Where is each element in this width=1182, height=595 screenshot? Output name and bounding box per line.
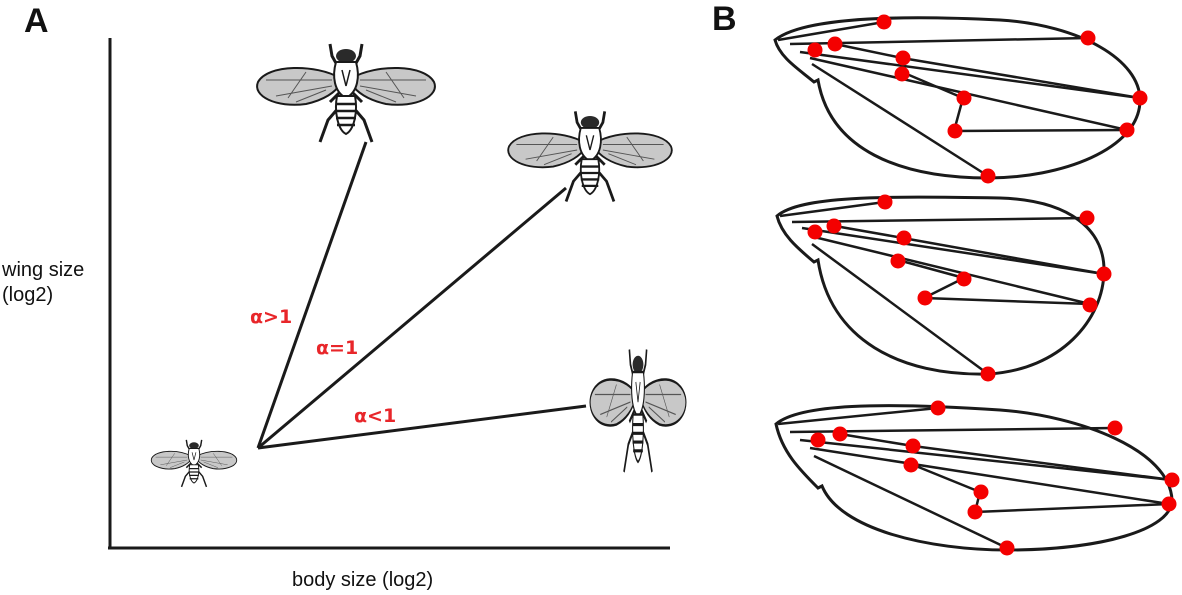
wing-vein xyxy=(809,446,1170,506)
y-axis-label-line-2: (log2) xyxy=(2,284,54,306)
landmark-dot xyxy=(1119,122,1135,138)
wing-vein xyxy=(791,216,1088,224)
y-axis-label: wing size (log2) xyxy=(2,258,112,308)
wing-vein xyxy=(902,236,1105,276)
landmark-dot xyxy=(832,426,848,442)
landmark-dot xyxy=(877,194,893,210)
landmark-dot xyxy=(827,36,843,52)
landmark-dot xyxy=(876,14,892,30)
wing-vein xyxy=(834,224,904,240)
slope-label-less: α<1 xyxy=(354,405,397,427)
landmark-dot xyxy=(895,50,911,66)
landmark-dot xyxy=(807,224,823,240)
landmark-dot xyxy=(896,230,912,246)
landmark-dot xyxy=(967,504,983,520)
wing-outlines xyxy=(773,16,1174,552)
wing-vein xyxy=(901,56,1141,100)
landmark-dot xyxy=(1079,210,1095,226)
wing-vein xyxy=(811,62,989,178)
slope-line-less xyxy=(257,404,587,450)
slope-label-equal: α=1 xyxy=(316,337,359,359)
landmark-dot xyxy=(973,484,989,500)
landmark-dot xyxy=(1132,90,1148,106)
landmark-dot xyxy=(903,457,919,473)
wing-vein xyxy=(901,70,964,100)
fly-icon-proportional xyxy=(506,109,674,203)
landmark-dot xyxy=(1107,420,1123,436)
wing-vein xyxy=(912,444,1173,482)
landmark-dot xyxy=(930,400,946,416)
wing-vein xyxy=(777,406,939,426)
wing-vein xyxy=(897,258,965,280)
wing-vein xyxy=(953,128,1128,133)
wing-vein xyxy=(813,454,1008,550)
slope-label-greater: α>1 xyxy=(250,306,293,328)
landmark-dot xyxy=(947,123,963,139)
fly-icon-small xyxy=(150,439,238,488)
landmark-dot xyxy=(917,290,933,306)
wing-vein xyxy=(834,42,903,60)
wing-vein xyxy=(910,462,981,494)
wing-vein xyxy=(799,50,1141,100)
landmark-dot xyxy=(980,366,996,382)
wing-vein xyxy=(923,296,1091,306)
x-axis-label: body size (log2) xyxy=(292,569,434,591)
panel-b-label: B xyxy=(712,0,737,38)
landmark-dot xyxy=(905,438,921,454)
wing-outline xyxy=(775,195,1106,376)
wing-vein xyxy=(839,432,914,448)
landmark-dot xyxy=(894,66,910,82)
landmark-dot xyxy=(999,540,1015,556)
landmark-dot xyxy=(826,218,842,234)
wing-outline xyxy=(773,16,1142,180)
landmark-dot xyxy=(1082,297,1098,313)
wing-outline xyxy=(774,404,1174,552)
fly-icon-large-wings xyxy=(255,42,437,144)
landmark-dot xyxy=(1161,496,1177,512)
landmark-dot xyxy=(1164,472,1180,488)
wing-vein xyxy=(779,200,886,218)
slope-line-equal xyxy=(257,186,567,450)
landmark-dot xyxy=(980,168,996,184)
wing-vein xyxy=(777,20,885,42)
slope-line-greater xyxy=(256,141,368,449)
fly-icon-small-wings xyxy=(588,347,688,474)
landmark-dot xyxy=(1096,266,1112,282)
wing-landmarks xyxy=(807,14,1180,556)
wing-vein xyxy=(809,234,1091,306)
wing-vein xyxy=(811,242,989,376)
panel-a-label: A xyxy=(24,2,49,40)
landmark-dot xyxy=(1080,30,1096,46)
wing-vein xyxy=(974,502,1170,514)
landmark-dot xyxy=(890,253,906,269)
landmark-dot xyxy=(956,90,972,106)
wing-vein xyxy=(799,438,1173,482)
landmark-dot xyxy=(807,42,823,58)
landmark-dot xyxy=(956,271,972,287)
y-axis-label-line-1: wing size xyxy=(2,259,85,281)
landmark-dot xyxy=(810,432,826,448)
wing-vein xyxy=(801,226,1105,276)
